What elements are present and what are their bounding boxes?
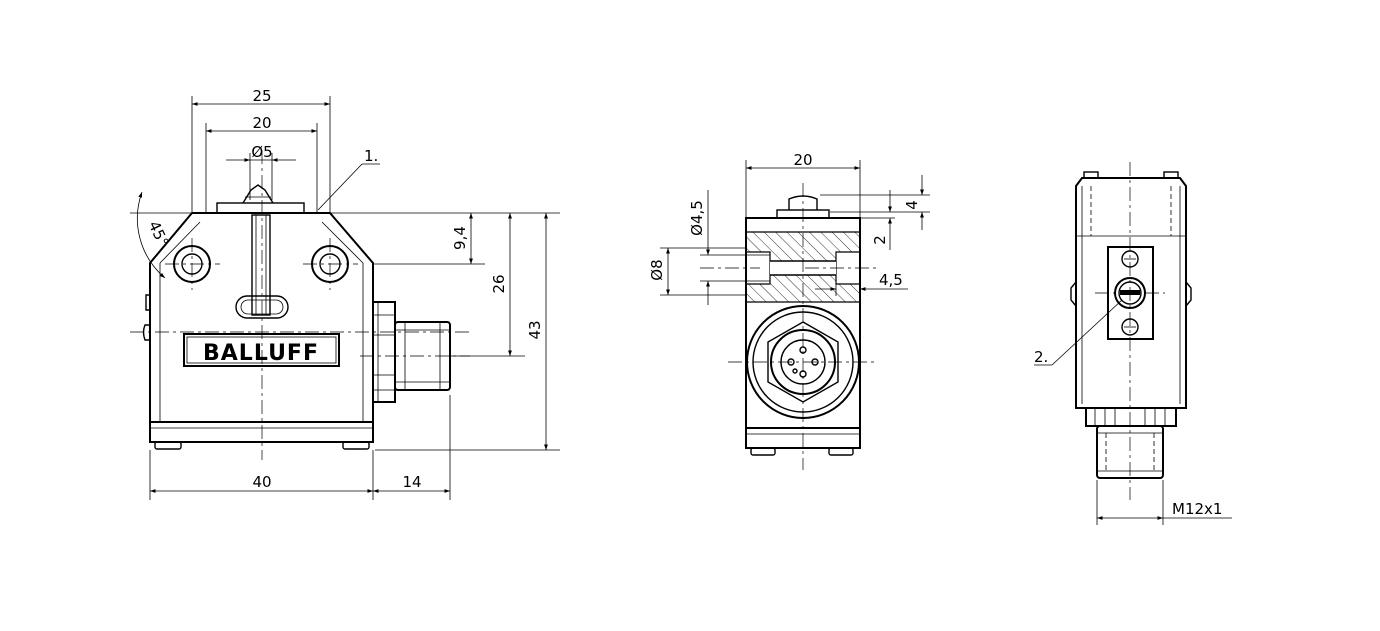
dim-width-top-inner: 20	[252, 114, 271, 132]
dim-hole-height: 9,4	[451, 226, 469, 250]
front-plunger-slot	[251, 214, 271, 316]
front-base-plate	[149, 421, 374, 443]
front-view: BALLUFF	[130, 87, 560, 500]
dim-plunger-top: 4	[903, 200, 921, 210]
dim-side-width: 20	[793, 151, 812, 169]
dim-width-top-outer: 25	[252, 87, 271, 105]
brand-logo-frame	[183, 333, 340, 367]
dim-connector-height: 26	[490, 274, 508, 293]
front-connector	[372, 301, 451, 403]
dim-plunger-step: 2	[871, 235, 889, 245]
callout-2: 2.	[1034, 348, 1048, 366]
dim-hole-small: Ø4,5	[688, 200, 706, 236]
dim-plunger-diameter: Ø5	[251, 143, 272, 161]
rear-body-outline	[1075, 177, 1187, 409]
dim-hole-large: Ø8	[648, 259, 666, 280]
dim-counterbore: 4,5	[879, 271, 903, 289]
front-top-plate	[216, 202, 305, 214]
callout-1: 1.	[364, 147, 378, 165]
dim-thread: M12x1	[1172, 500, 1222, 518]
front-plunger	[242, 184, 274, 204]
dim-chamfer-angle: 45°	[145, 218, 173, 250]
rear-view: 2. M12x1	[1034, 162, 1232, 525]
brand-logo: BALLUFF	[203, 341, 319, 366]
dim-body-width: 40	[252, 473, 271, 491]
side-view: 20 Ø4,5 Ø8 4 2 4,5	[648, 151, 930, 470]
dim-connector-length: 14	[402, 473, 421, 491]
front-foot-left	[154, 441, 182, 450]
front-foot-right	[342, 441, 370, 450]
rear-connector	[1085, 407, 1177, 479]
dim-total-height: 43	[526, 320, 544, 339]
